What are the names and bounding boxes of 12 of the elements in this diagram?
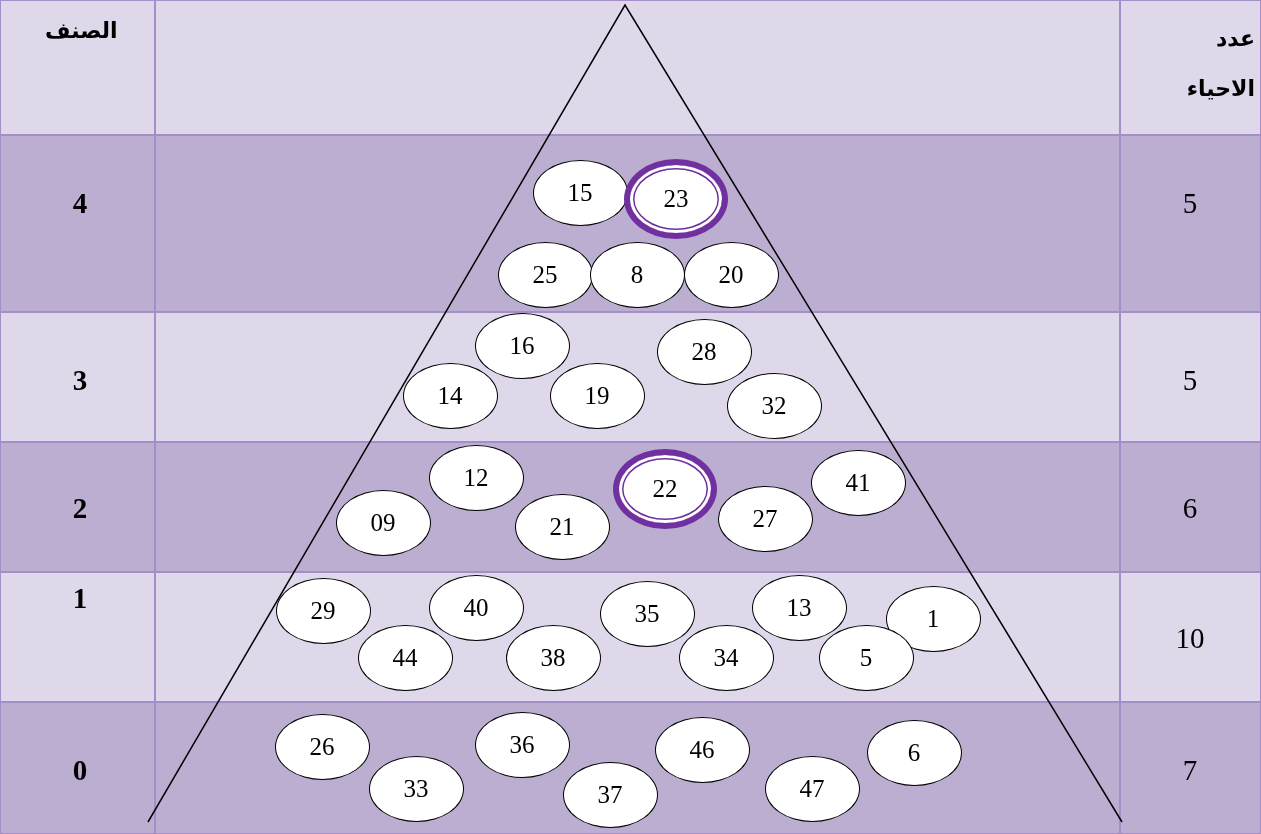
class-number: 4 [72,187,88,219]
column-header: عدد الاحياء [1185,25,1255,103]
class-number: 3 [72,364,88,396]
count-number: 6 [1182,492,1198,524]
class-number: 1 [72,582,88,614]
count-number: 5 [1182,187,1198,219]
class-number: 0 [72,754,88,786]
count-number: 5 [1182,364,1198,396]
count-number: 10 [1175,622,1205,654]
column-header: الصنف [45,18,118,43]
class-number: 2 [72,492,88,524]
count-number: 7 [1182,754,1198,786]
